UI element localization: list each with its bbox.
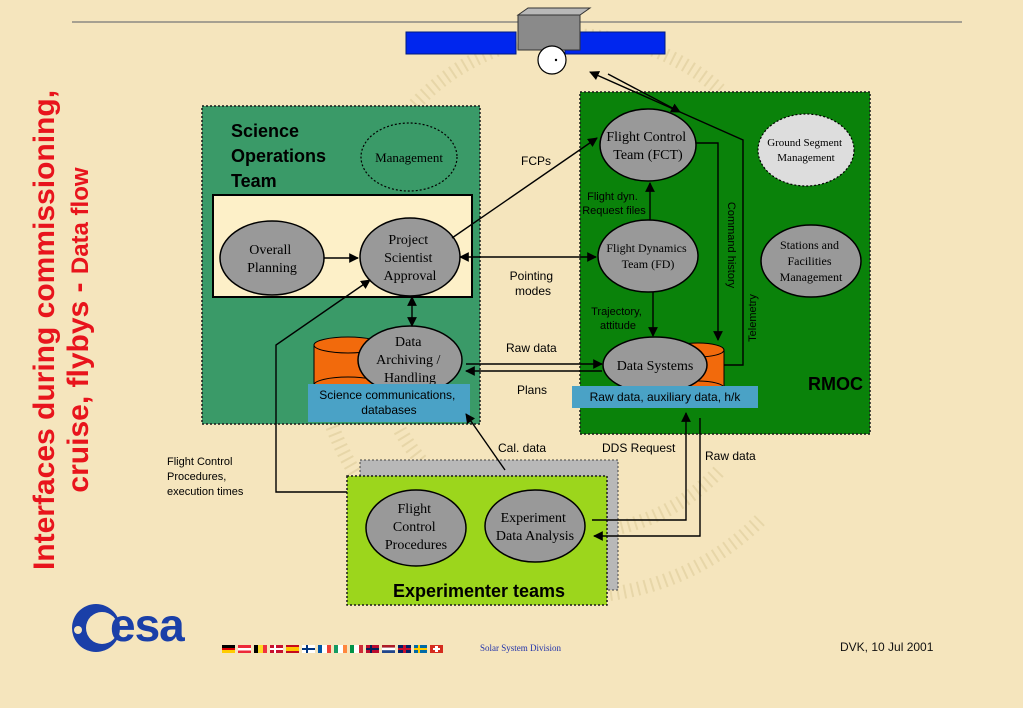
rmoc-label: RMOC: [808, 374, 863, 394]
eda-label: Experiment Data Analysis: [496, 511, 574, 544]
raw-data-label: Raw data: [506, 341, 557, 355]
edge-fcp-psa: [275, 279, 371, 493]
edge-dds-request: [592, 412, 691, 521]
flight-dyn-files-label: Flight dyn. Request files: [582, 191, 646, 217]
trajectory-label: Trajectory, attitude: [591, 306, 645, 332]
data-systems-label: Data Systems: [617, 359, 694, 374]
pointing-label: Pointing modes: [510, 269, 557, 298]
satellite-icon: [405, 7, 666, 75]
esa-logo-text: esa: [110, 599, 185, 651]
dds-request-label: DDS Request: [602, 441, 676, 455]
sci-comms-box: [308, 384, 470, 422]
fcp-exec-label: Flight Control Procedures, execution tim…: [167, 456, 244, 498]
raw-aux-label: Raw data, auxiliary data, h/k: [590, 390, 742, 404]
edge-psa-fct: [451, 137, 598, 239]
edge-command-history: [696, 142, 723, 341]
command-history-label: Command history: [725, 202, 737, 289]
fd-label: Flight Dynamics Team (FD): [606, 241, 689, 271]
overall-planning-label: Overall Planning: [247, 243, 297, 276]
edge-cal-data: [465, 413, 506, 471]
division-label: Solar System Division: [480, 643, 562, 653]
footer-date: DVK, 10 Jul 2001: [840, 640, 934, 654]
background-arcs: [323, 28, 765, 604]
raw-data-2-label: Raw data: [705, 449, 756, 463]
fcp-label: Flight Control Procedures: [385, 502, 447, 553]
sot-title: Science Operations Team: [231, 121, 331, 191]
management-label: Management: [375, 150, 443, 165]
edge-telemetry: [589, 71, 744, 366]
sfm-node: [760, 224, 862, 298]
sci-comms-label: Science communications, databases: [319, 388, 458, 417]
fcps-label: FCPs: [521, 154, 551, 168]
telemetry-label: Telemetry: [747, 294, 759, 342]
overall-planning-node: [219, 220, 325, 296]
data-archiving-label: Data Archiving / Handling: [376, 335, 444, 386]
raw-aux-box: [572, 386, 758, 408]
sfm-label: Stations and Facilities Management: [780, 238, 843, 284]
psa-label: Project Scientist Approval: [384, 233, 437, 284]
edges: [275, 71, 744, 541]
cal-data-label: Cal. data: [498, 441, 546, 455]
management-node: [360, 122, 458, 192]
esa-logo-icon: [72, 604, 120, 652]
fct-node: [599, 108, 697, 182]
edge-raw-data-2: [593, 418, 701, 541]
plans-label: Plans: [517, 383, 547, 397]
eu-flags-icon: [222, 645, 443, 653]
fct-label: Flight Control Team (FCT): [606, 130, 689, 163]
fcp-node: [365, 489, 467, 567]
eda-node: [484, 489, 586, 563]
edge-fct-spacecraft: [607, 73, 681, 113]
gsm-label: Ground Segment Management: [767, 137, 845, 164]
fd-node: [597, 219, 699, 293]
exp-label: Experimenter teams: [393, 581, 565, 601]
gsm-node: [757, 113, 855, 187]
